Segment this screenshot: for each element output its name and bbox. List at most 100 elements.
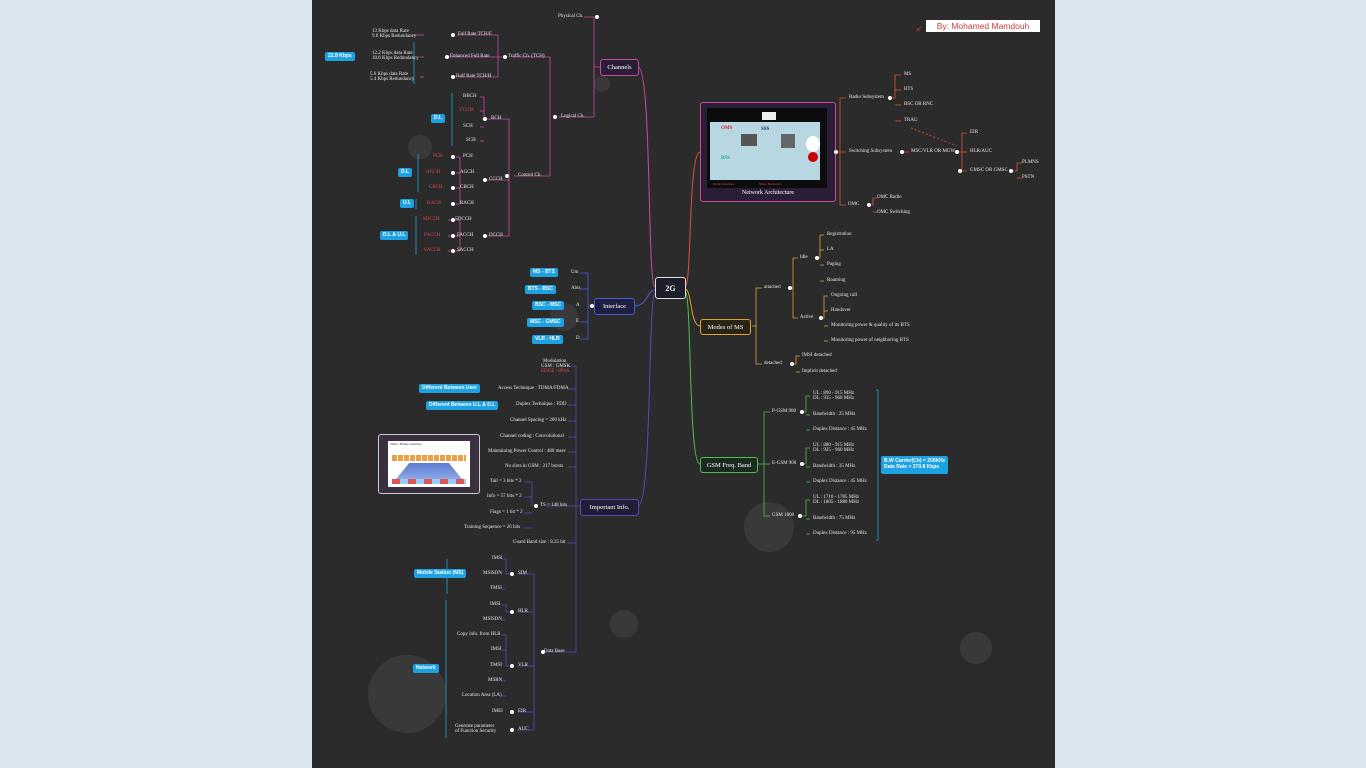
tag-dl-ccch[interactable]: D.L bbox=[398, 168, 413, 177]
connector-dot bbox=[503, 55, 507, 59]
connector-dot bbox=[958, 169, 962, 173]
connector-dot bbox=[451, 218, 455, 222]
radio-item: MS bbox=[904, 72, 912, 77]
gmsc-item: PSTN bbox=[1022, 175, 1035, 180]
hlr-item: IMSI bbox=[490, 602, 501, 607]
connector-dot bbox=[483, 178, 487, 182]
connector-dot bbox=[867, 203, 871, 207]
connector-dot bbox=[541, 650, 545, 654]
tag-22-8kbps[interactable]: 22.8 Kbps bbox=[325, 52, 355, 61]
connector-dot bbox=[451, 186, 455, 190]
tag-duplex[interactable]: Different Between U.L & D.L bbox=[426, 401, 499, 410]
network-architecture-title: Network Architecture bbox=[741, 190, 795, 196]
tag-vlr-hlr[interactable]: VLR - HLR bbox=[532, 335, 563, 344]
bch-item: SCH bbox=[466, 138, 476, 143]
modulation-label: Modulation bbox=[543, 359, 567, 364]
active-item: Handover bbox=[831, 308, 851, 313]
e-gsm-label: E-GSM 900 bbox=[772, 461, 797, 466]
tag-ul[interactable]: U.L bbox=[400, 199, 415, 208]
tag-bsc-msc[interactable]: BSC - MSC bbox=[532, 301, 565, 310]
e-item: Bandwidth : 35 MHz bbox=[813, 464, 856, 469]
modulation-label: GSM : GMSK bbox=[541, 364, 571, 369]
detached-item: IMSI detached bbox=[802, 353, 832, 358]
fr-desc-2: 9.6 Kbps Redundancy bbox=[372, 34, 417, 39]
hr-desc-2: 5.4 Kbps Redundancy bbox=[370, 77, 415, 82]
auc-label: AUC bbox=[518, 727, 529, 732]
bch-item: SCH bbox=[463, 124, 473, 129]
network-architecture-image: OMS BSS SSS Radio Interface Other Networ… bbox=[707, 108, 827, 188]
mindmap-canvas: By: Mohamed Mamdouh ↙ 2G Channels Interf… bbox=[312, 0, 1055, 768]
connector-dot bbox=[888, 96, 892, 100]
msc-item: HLR/AUC bbox=[970, 149, 992, 154]
idle-item: Paging bbox=[827, 262, 841, 267]
tag-dl-bch[interactable]: D.L bbox=[431, 114, 446, 123]
control-ch-label: Control Ch. bbox=[518, 173, 542, 178]
p-item: UL : 890 - 915 MHz bbox=[813, 391, 855, 396]
interface-node[interactable]: Interface bbox=[594, 298, 635, 315]
interface-name: E bbox=[576, 319, 580, 324]
connector-dot bbox=[534, 504, 538, 508]
gsm-freq-node[interactable]: GSM Freq. Band bbox=[700, 457, 758, 473]
ccch-label: CCCH bbox=[489, 177, 503, 182]
omc-label: OMC bbox=[848, 202, 860, 207]
active-item: Monitoring power of neighboring BTS bbox=[831, 338, 909, 343]
ccch-item: PCH bbox=[463, 154, 473, 159]
tag-access[interactable]: Different Between User bbox=[419, 384, 481, 393]
vlr-item: Copy info. from HLR bbox=[457, 632, 501, 637]
msc-item: EIR bbox=[970, 130, 979, 135]
tag-bw-line1: B.W Carrier(Ch) = 200KHz bbox=[884, 458, 946, 464]
dcch-left: SACCH bbox=[424, 248, 441, 253]
detached-item: Implicit detached bbox=[802, 369, 837, 374]
modes-node[interactable]: Modes of MS bbox=[700, 319, 751, 335]
g-item: UL : 1710 - 1785 MHz bbox=[813, 495, 860, 500]
connector-dot bbox=[451, 202, 455, 206]
sim-item: TMSI bbox=[490, 586, 502, 591]
frame-image-title: Table: Frame structure bbox=[390, 442, 422, 446]
radio-subsystem: Radio Subsystem bbox=[849, 95, 884, 100]
img-label-oms: OMS bbox=[721, 126, 733, 131]
guard-label: Guard Band size : 8.25 bit bbox=[513, 540, 566, 545]
connector-dot bbox=[834, 150, 838, 154]
ccch-left: AGCH bbox=[426, 170, 441, 175]
ts-item: Info = 57 bits * 2 bbox=[487, 494, 522, 499]
connector-dot bbox=[451, 171, 455, 175]
connector-dot bbox=[510, 664, 514, 668]
monitoring-label: Maintaining Power Control : 480 msec bbox=[488, 449, 566, 454]
g-item: Bandwidth : 75 MHz bbox=[813, 516, 856, 521]
tag-mobile-station[interactable]: Mobile Station (MS) bbox=[414, 569, 467, 578]
tag-bts-bsc[interactable]: BTS - BSC bbox=[525, 285, 556, 294]
p-item: Bandwidth : 25 MHz bbox=[813, 412, 856, 417]
bg-bubble bbox=[610, 610, 638, 638]
connector-dot bbox=[590, 304, 594, 308]
tag-msc-gmsc[interactable]: MSC - GMSC bbox=[527, 318, 564, 327]
ccch-left: PCH bbox=[433, 154, 443, 159]
important-info-node[interactable]: Important Info. bbox=[580, 499, 639, 516]
connector-dot bbox=[505, 174, 509, 178]
ts-label: TS = 148 bits bbox=[540, 503, 568, 508]
connector-dot bbox=[510, 728, 514, 732]
connector-dot bbox=[595, 15, 599, 19]
g-item: Duplex Distance : 95 MHz bbox=[813, 531, 867, 536]
msc-label: MSC/VLR OR MGW bbox=[911, 149, 956, 154]
connector-dot bbox=[445, 55, 449, 59]
frame-structure-image-node[interactable]: Table: Frame structure bbox=[378, 434, 480, 494]
tag-dl-ul[interactable]: D.L & U.L bbox=[380, 231, 409, 240]
tag-network[interactable]: Network bbox=[413, 664, 439, 673]
connector-dot bbox=[451, 249, 455, 253]
bch-label: BCH bbox=[491, 116, 502, 121]
channels-node[interactable]: Channels bbox=[600, 59, 639, 76]
network-architecture-node[interactable]: OMS BSS SSS Radio Interface Other Networ… bbox=[700, 102, 836, 202]
omc-item: OMC Switching bbox=[877, 210, 910, 215]
traffic-ch-label: Traffic Ch. (TCH) bbox=[508, 54, 545, 59]
vlr-item: IMSI bbox=[491, 647, 502, 652]
tag-ms-bts[interactable]: MS - BTS bbox=[530, 268, 558, 277]
bg-bubble bbox=[408, 135, 432, 159]
bg-bubble bbox=[744, 502, 794, 552]
connector-dot bbox=[819, 316, 823, 320]
idle-label: Idle bbox=[800, 255, 808, 260]
auc-item: Generate parameter bbox=[455, 724, 495, 729]
center-node[interactable]: 2G bbox=[655, 277, 686, 299]
connector-dot bbox=[510, 572, 514, 576]
interface-name: Abis bbox=[571, 286, 581, 291]
